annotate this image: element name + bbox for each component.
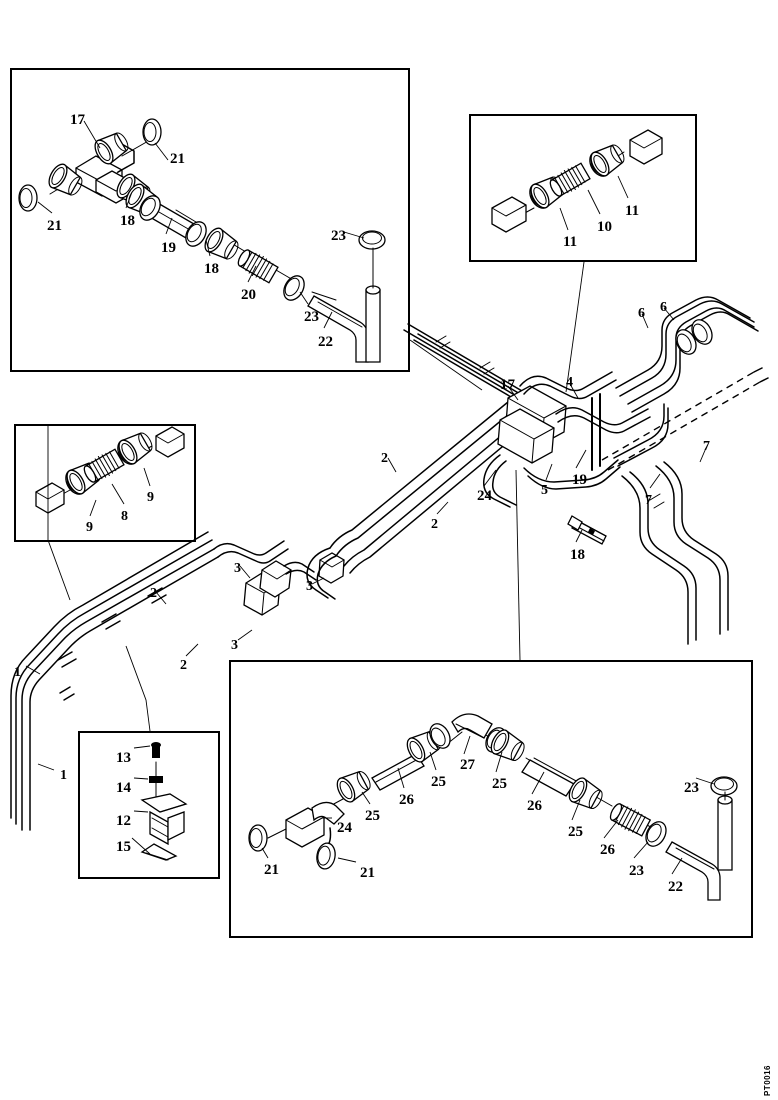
inset-bottom-right-drawing bbox=[248, 713, 738, 901]
callout-inset-bottom-left-13-0: 13 bbox=[116, 750, 131, 766]
callout-main-assembly-3-6: 3 bbox=[306, 579, 313, 594]
callout-inset-bottom-right-22-12: 22 bbox=[668, 879, 683, 895]
main-line-left-upper bbox=[10, 531, 213, 825]
callout-main-assembly-6-16: 6 bbox=[660, 300, 667, 315]
callout-inset-bottom-left-14-1: 14 bbox=[116, 780, 131, 796]
callout-inset-bottom-right-25-7: 25 bbox=[492, 776, 507, 792]
callout-inset-top-left-23-8: 23 bbox=[331, 228, 346, 244]
callout-inset-bottom-right-26-4: 26 bbox=[399, 792, 414, 808]
callout-main-assembly-18-14: 18 bbox=[570, 547, 585, 563]
callout-main-assembly-1-1: 1 bbox=[60, 768, 67, 783]
inset-panel-10-11 bbox=[469, 114, 697, 262]
right-fitting-cluster bbox=[671, 315, 717, 359]
callout-inset-top-left-23-7: 23 bbox=[304, 309, 319, 325]
coupler-block-left bbox=[213, 540, 345, 616]
main-line-right-lower bbox=[613, 403, 729, 645]
callout-inset-bottom-right-21-0: 21 bbox=[264, 862, 279, 878]
callout-inset-bottom-left-15-3: 15 bbox=[116, 839, 131, 855]
callout-inset-mid-left-8-1: 8 bbox=[121, 509, 128, 524]
inset-panel-17-23 bbox=[10, 68, 410, 372]
callout-inset-bottom-right-24-1: 24 bbox=[337, 820, 352, 836]
callout-main-assembly-6-15: 6 bbox=[638, 306, 645, 321]
callout-inset-mid-left-9-0: 9 bbox=[86, 520, 93, 535]
callout-inset-top-left-22-9: 22 bbox=[318, 334, 333, 350]
callout-inset-bottom-right-23-11: 23 bbox=[629, 863, 644, 879]
main-line-right-upper bbox=[615, 296, 759, 413]
callout-inset-top-right-11-2: 11 bbox=[625, 203, 640, 219]
callout-inset-bottom-left-12-2: 12 bbox=[116, 813, 131, 829]
inset-panel-8-9 bbox=[14, 424, 196, 542]
inset-top-right-drawing bbox=[491, 129, 663, 233]
callout-main-assembly-4-10: 4 bbox=[566, 375, 573, 390]
callout-main-assembly-7-17: 7 bbox=[703, 439, 710, 454]
inset-panel-21-28 bbox=[229, 660, 753, 938]
callout-main-assembly-2-2: 2 bbox=[150, 586, 157, 601]
main-line-left-lower bbox=[21, 548, 219, 831]
central-manifold-hub bbox=[482, 371, 651, 508]
callout-main-assembly-19-13: 19 bbox=[572, 472, 587, 488]
callout-inset-bottom-right-25-9: 25 bbox=[568, 824, 583, 840]
callout-inset-mid-left-9-2: 9 bbox=[147, 490, 154, 505]
callout-inset-bottom-right-25-5: 25 bbox=[431, 774, 446, 790]
leader-lines bbox=[25, 120, 715, 875]
main-line-mid bbox=[306, 401, 527, 600]
callout-main-assembly-5-12: 5 bbox=[541, 483, 548, 498]
callout-main-assembly-7-18: 7 bbox=[645, 493, 652, 508]
callout-inset-top-left-21-2: 21 bbox=[47, 218, 62, 234]
callout-main-assembly-3-5: 3 bbox=[231, 638, 238, 653]
callout-main-assembly-2-3: 2 bbox=[180, 658, 187, 673]
callout-main-assembly-3-4: 3 bbox=[234, 561, 241, 576]
callout-inset-top-right-11-0: 11 bbox=[563, 234, 578, 250]
callout-main-assembly-1-0: 1 bbox=[14, 665, 21, 680]
callout-inset-top-left-21-1: 21 bbox=[170, 151, 185, 167]
callout-inset-top-left-20-6: 20 bbox=[241, 287, 256, 303]
inset-top-left-drawing bbox=[18, 118, 386, 363]
inset-mid-left-drawing bbox=[35, 426, 185, 514]
callout-inset-top-left-17-0: 17 bbox=[70, 112, 85, 128]
callout-inset-bottom-right-25-3: 25 bbox=[365, 808, 380, 824]
clamp-part-18 bbox=[567, 515, 607, 545]
callout-main-assembly-24-11: 24 bbox=[477, 488, 492, 504]
callout-main-assembly-2-7: 2 bbox=[381, 451, 388, 466]
callout-inset-top-right-10-1: 10 bbox=[597, 219, 612, 235]
callout-inset-top-left-18-5: 18 bbox=[204, 261, 219, 277]
callout-inset-bottom-right-27-6: 27 bbox=[460, 757, 475, 773]
line-clamps-left bbox=[57, 587, 167, 701]
inset-panel-12-15 bbox=[78, 731, 220, 879]
callout-inset-top-left-18-3: 18 bbox=[120, 213, 135, 229]
sheet-corner-code: PT0016 bbox=[763, 1064, 772, 1096]
dashed-reference-lines bbox=[601, 367, 769, 471]
callout-main-assembly-17-9: 17 bbox=[500, 377, 515, 393]
callout-inset-bottom-right-26-10: 26 bbox=[600, 842, 615, 858]
callout-inset-bottom-right-26-8: 26 bbox=[527, 798, 542, 814]
callout-inset-bottom-right-21-2: 21 bbox=[360, 865, 375, 881]
callout-inset-top-left-19-4: 19 bbox=[161, 240, 176, 256]
callout-main-assembly-2-8: 2 bbox=[431, 517, 438, 532]
callout-inset-bottom-right-23-13: 23 bbox=[684, 780, 699, 796]
